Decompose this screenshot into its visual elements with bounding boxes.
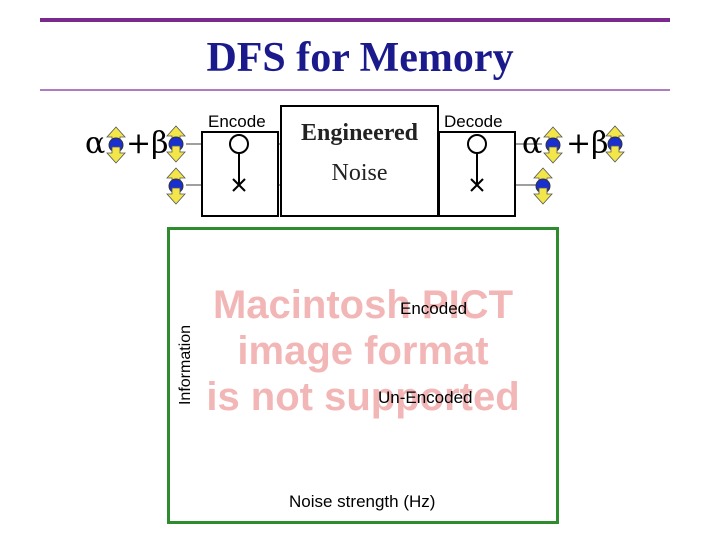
right-alpha: α [522, 126, 543, 161]
unsupported-image-placeholder: Macintosh PICT image format is not suppo… [170, 282, 556, 420]
noise-label: Noise [331, 160, 388, 186]
encode-gate [229, 134, 249, 192]
title-underline [40, 89, 670, 91]
engineered-label: Engineered [301, 120, 418, 146]
decode-label: Decode [444, 112, 503, 131]
left-alpha: α [85, 126, 106, 161]
left-plus-beta: +β [126, 126, 169, 161]
placeholder-line-3: is not supported [206, 375, 520, 419]
left-qubit-beta-top-icon [166, 125, 186, 163]
right-plus-beta: +β [566, 126, 609, 161]
plot-ylabel: Information [177, 324, 194, 406]
encode-label: Encode [208, 112, 266, 131]
curve-label-unencoded: Un-Encoded [378, 388, 473, 407]
right-qubit-beta-bottom-icon [533, 167, 553, 205]
slide-title: DFS for Memory [206, 35, 514, 81]
right-qubit-alpha-icon [543, 126, 563, 164]
left-qubit-alpha-icon [106, 126, 126, 164]
plot-xlabel: Noise strength (Hz) [289, 492, 436, 511]
placeholder-line-1: Macintosh PICT [212, 283, 514, 327]
plot-frame: Macintosh PICT image format is not suppo… [167, 227, 559, 524]
curve-label-encoded: Encoded [400, 299, 468, 318]
decode-gate [467, 134, 487, 192]
right-qubit-beta-top-icon [605, 125, 625, 163]
placeholder-line-2: image format [237, 329, 489, 373]
top-rule [40, 18, 670, 22]
left-qubit-beta-bottom-icon [166, 167, 186, 205]
